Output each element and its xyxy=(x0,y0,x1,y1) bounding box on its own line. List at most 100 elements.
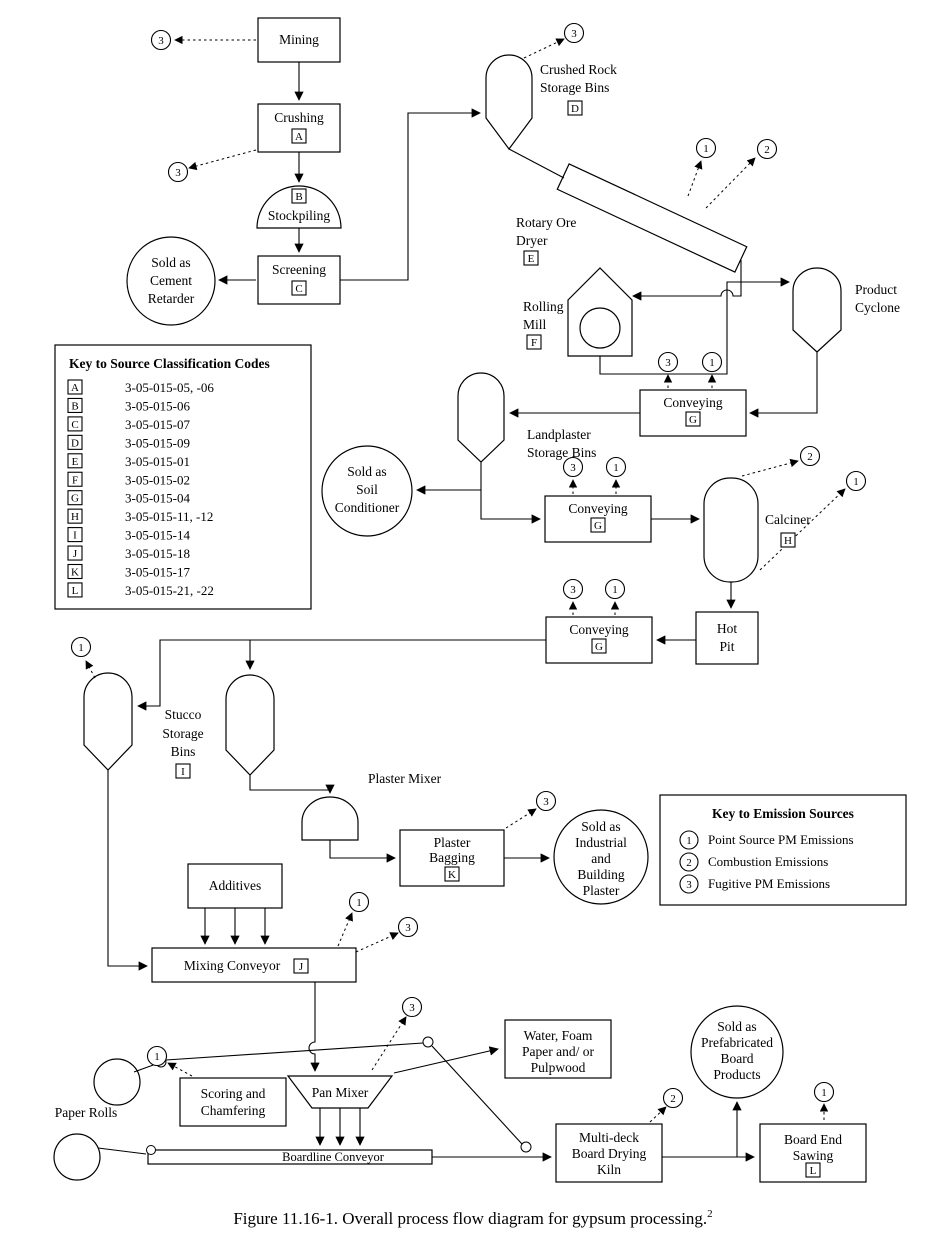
svg-text:3: 3 xyxy=(686,879,692,891)
hot-pit-label-2: Pit xyxy=(719,639,734,654)
landplaster-label-2: Storage Bins xyxy=(527,445,596,460)
svg-text:3: 3 xyxy=(175,167,181,179)
stucco-label-1: Stucco xyxy=(165,707,202,722)
crushing-box xyxy=(257,103,341,153)
scoring-chamfering-box xyxy=(179,1077,287,1127)
emission-line-mixingconv-3 xyxy=(355,932,399,953)
emission-circle-bins-3: 3 xyxy=(563,22,585,44)
plaster-mixer-label: Plaster Mixer xyxy=(368,771,442,786)
emission-line-crushing xyxy=(188,149,257,171)
emission-circle-scoring-1: 1 xyxy=(146,1045,168,1067)
emission-circle-bagging-3: 3 xyxy=(535,790,557,812)
svg-text:3: 3 xyxy=(570,462,576,474)
svg-text:K: K xyxy=(448,869,456,881)
cyclone-label-2: Cyclone xyxy=(855,300,900,315)
emission-line-bagging xyxy=(505,808,537,829)
water-foam-label-1: Water, Foam xyxy=(524,1028,593,1043)
flow-stucco2-plaster-mixer xyxy=(249,775,335,794)
dryer-label-2: Dryer xyxy=(516,233,548,248)
scoring-label-2: Chamfering xyxy=(201,1103,266,1118)
scc-key-row: G 3-05-015-04 xyxy=(67,490,190,506)
sawing-label-2: Sawing xyxy=(793,1148,834,1163)
mixing-conveyor-label: Mixing Conveyor xyxy=(184,958,281,973)
svg-text:G: G xyxy=(689,414,697,426)
svg-text:3-05-015-04: 3-05-015-04 xyxy=(125,491,190,506)
svg-text:3: 3 xyxy=(665,357,671,369)
emission-line-kiln xyxy=(649,1106,667,1123)
svg-text:G: G xyxy=(71,493,79,505)
sold-as-cement-line2: Cement xyxy=(150,273,192,288)
svg-text:L: L xyxy=(72,585,79,597)
sold-as-cement-line1: Sold as xyxy=(151,255,190,270)
paper-roll-1 xyxy=(93,1058,141,1106)
svg-text:3-05-015-11, -12: 3-05-015-11, -12 xyxy=(125,509,213,524)
emission-key-box xyxy=(659,794,907,906)
kiln-label-1: Multi-deck xyxy=(579,1130,639,1145)
flow-conveying3-stucco1 xyxy=(137,639,546,711)
screening-scc-badge: C xyxy=(291,280,307,296)
stockpiling-scc-badge: B xyxy=(291,188,307,204)
flow-landplaster-conveying2 xyxy=(480,490,541,524)
svg-text:G: G xyxy=(594,520,602,532)
sold-as-plaster-line2: Industrial xyxy=(575,835,627,850)
emission-circle-crushing-3: 3 xyxy=(167,161,189,183)
conveying2-label: Conveying xyxy=(568,501,627,516)
sawing-scc-badge: L xyxy=(805,1162,821,1178)
svg-text:H: H xyxy=(784,535,792,547)
hot-pit-label-1: Hot xyxy=(717,621,737,636)
svg-text:B: B xyxy=(295,191,302,203)
additives-box xyxy=(187,863,283,909)
water-foam-box xyxy=(504,1019,612,1079)
landplaster-label-1: Landplaster xyxy=(527,427,591,442)
emission-line-scoring xyxy=(167,1062,193,1077)
svg-text:2: 2 xyxy=(807,451,813,463)
svg-text:3: 3 xyxy=(543,796,549,808)
stucco-label-3: Bins xyxy=(171,744,196,759)
sold-as-cement-circle xyxy=(126,236,216,326)
svg-text:Point Source PM Emissions: Point Source PM Emissions xyxy=(708,832,854,847)
board-end-sawing-box xyxy=(759,1123,867,1183)
flow-screening-bins xyxy=(340,108,481,281)
svg-text:2: 2 xyxy=(764,144,770,156)
svg-text:G: G xyxy=(595,641,603,653)
emission-line-dryer-1 xyxy=(687,160,703,197)
emission-circle-kiln-2: 2 xyxy=(662,1087,684,1109)
paper-roller-3 xyxy=(146,1145,156,1155)
svg-text:3-05-015-01: 3-05-015-01 xyxy=(125,454,190,469)
conveying1-label: Conveying xyxy=(663,395,722,410)
conveying3-scc-badge: G xyxy=(591,638,607,654)
emission-circle-calciner-2: 2 xyxy=(799,445,821,467)
landplaster-bins-silo xyxy=(457,372,505,463)
svg-text:3-05-015-18: 3-05-015-18 xyxy=(125,546,190,561)
sold-as-board-line3: Board xyxy=(721,1051,754,1066)
kiln-label-3: Kiln xyxy=(597,1162,621,1177)
calciner-scc-badge: H xyxy=(780,532,796,548)
flow-mixer-bagging xyxy=(329,840,396,863)
svg-text:J: J xyxy=(73,548,78,560)
svg-text:3-05-015-21, -22: 3-05-015-21, -22 xyxy=(125,583,214,598)
sold-as-plaster-circle xyxy=(553,809,649,905)
stucco-bin-silo-1 xyxy=(83,672,133,771)
svg-text:1: 1 xyxy=(154,1051,160,1063)
water-foam-label-3: Pulpwood xyxy=(531,1060,586,1075)
sold-as-soil-line3: Conditioner xyxy=(335,500,400,515)
emission-line-calciner-2 xyxy=(741,458,799,477)
sold-as-plaster-line1: Sold as xyxy=(581,819,620,834)
cyclone-label-1: Product xyxy=(855,282,897,297)
svg-text:I: I xyxy=(73,530,77,542)
sold-as-board-line2: Prefabricated xyxy=(701,1035,773,1050)
paper-roll-2 xyxy=(53,1133,101,1181)
rolling-mill-roller xyxy=(579,307,621,349)
sold-as-plaster-line4: Building xyxy=(577,867,625,882)
dryer-label-1: Rotary Ore xyxy=(516,215,576,230)
scc-key-title: Key to Source Classification Codes xyxy=(69,356,270,371)
conveying3-label: Conveying xyxy=(569,622,628,637)
svg-text:1: 1 xyxy=(821,1087,827,1099)
svg-text:1: 1 xyxy=(78,642,84,654)
